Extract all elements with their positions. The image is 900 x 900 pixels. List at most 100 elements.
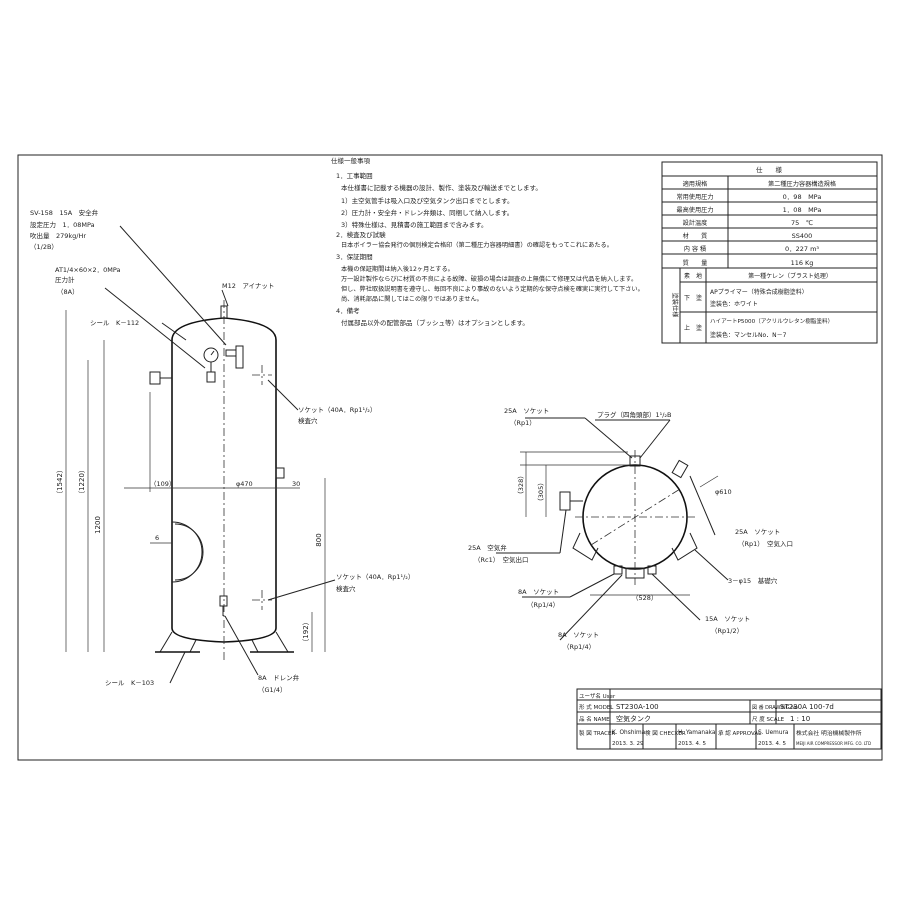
tracer-date: 2013. 3. 29 [612, 741, 644, 747]
company-name: 株式会社 明治機械製作所 [796, 729, 862, 737]
company-name-en: MEIJI AIR COMPRESSOR MFG. CO. LTD [796, 741, 871, 746]
paint-spec-label: 塗装仕様 [671, 293, 679, 319]
socket-25a-right-label: 25A ソケット [735, 528, 780, 536]
notes-s1-item3: 3）特殊仕様は、見積書の施工範囲まで含みます。 [341, 220, 488, 229]
user-label: ユーザ名 User [579, 692, 616, 700]
spec-row-label: 適用規格 [683, 180, 709, 188]
drain-valve-label: 8A ドレン弁 [258, 673, 300, 682]
drawing-frame [17, 154, 883, 761]
name-plate [174, 523, 204, 581]
model-label: 形 式 MODEL [579, 703, 614, 711]
paint-row-line2: 塗装色：ホワイト [710, 300, 758, 308]
base-holes-label: 3－φ15 基礎穴 [728, 576, 778, 585]
base-foot-bottom [625, 567, 645, 579]
dim-528: （528） [632, 594, 657, 602]
spec-row-label: 設計温度 [683, 219, 708, 227]
dim-328: （328） [517, 472, 525, 497]
spec-row-value: 0．98 MPa [783, 193, 822, 201]
checker-date: 2013. 4. 5 [678, 741, 706, 747]
dim-800: 800 [315, 533, 323, 546]
notes-s3-line1: 本機の保証期間は納入後12ヶ月とする。 [341, 265, 454, 273]
checker-name: H. Yamanaka [678, 730, 716, 736]
model-value: ST230A-100 [616, 703, 659, 711]
name-value: 空気タンク [616, 714, 651, 723]
notes-s3-line3: 但し、弊社取扱説明書を遵守し、毎回不良により事故のないよう定期的な保守点検を確実… [341, 285, 644, 293]
socket-25a-right-size: （Rp1） 空気入口 [738, 539, 793, 548]
air-out-valve-label: 25A 空気弁 [468, 543, 507, 552]
notes-s4-line: 付属部品以外の配管部品（ブッシュ等）はオプションとします。 [341, 318, 529, 327]
tank-body [171, 317, 277, 643]
scale-value: 1 : 10 [790, 715, 810, 723]
dim-610: φ610 [715, 488, 732, 496]
eye-nut [220, 305, 228, 319]
socket-25a-top-size: （Rp1） [510, 419, 536, 427]
approval-date: 2013. 4. 5 [758, 741, 786, 747]
socket-bottom-label: ソケット（40A．Rp1¹/₂） [336, 573, 414, 581]
notes-s1-title: 1．工事範囲 [336, 171, 373, 180]
socket-top-label: ソケット（40A．Rp1¹/₂） [298, 406, 376, 414]
dim-109: （109） [150, 480, 175, 488]
safety-valve-icon [235, 345, 244, 369]
notes-s3-line4: 尚、消耗部品に関してはこの限りではありません。 [341, 295, 483, 303]
safety-valve-pressure: 設定圧力 1．08MPa [30, 220, 95, 229]
drawing-no-value: ST230A 100-7d [780, 703, 834, 711]
notes-s2-line: 日本ボイラー協会発行の個別検定合格印（第二種圧力容器明細書）の確認をもってこれに… [341, 241, 613, 249]
paint-row-line2: 塗装色：マンセルNo．N－7 [710, 331, 787, 339]
outlet-valve-top [559, 491, 571, 511]
socket-8a-bottom-size: （Rp1/4） [563, 643, 595, 651]
spec-row-value: 75 ℃ [791, 219, 813, 227]
spec-row-label: 内 容 積 [684, 245, 707, 253]
safety-valve-size: （1/2B） [30, 243, 58, 251]
spec-row-value: 第二種圧力容器構造規格 [768, 180, 837, 188]
seal-bottom-label: シール K－103 [105, 679, 154, 687]
gauge-size-label: （8A） [57, 288, 79, 296]
outlet-valve-icon [149, 371, 161, 385]
spec-table: 仕 様 適用規格 第二種圧力容器構造規格 常用使用圧力 0．98 MPa 最高使… [661, 161, 878, 344]
seal-top-label: シール K－112 [90, 319, 139, 327]
dim-1542: （1542） [56, 466, 64, 498]
plug-icon [629, 455, 641, 467]
dim-305: （305） [537, 479, 545, 504]
checker-label: 検 図 CHECKER [645, 729, 686, 737]
paint-row-line1: ハイアートP5000（アクリルウレタン樹脂塗料） [710, 317, 833, 325]
scale-label: 尺 度 SCALE [752, 715, 785, 723]
paint-row-line1: APプライマー（特殊合成樹脂塗料） [710, 288, 808, 296]
paint-row-label: 素 地 [684, 272, 702, 280]
gauge-label: 圧力計 [55, 275, 75, 284]
eye-nut-label: M12 アイナット [222, 282, 274, 290]
socket-15a-size: （Rp1/2） [711, 627, 743, 635]
name-label: 品 名 NAME [579, 715, 610, 723]
spec-row-value: 1．08 MPa [783, 206, 822, 214]
socket-8a-left-label: 8A ソケット [518, 588, 559, 596]
dim-192: （192） [302, 618, 310, 645]
spec-row-label: 材 質 [683, 232, 708, 240]
base-foot-right [671, 532, 698, 561]
dim-470: φ470 [236, 480, 253, 488]
safety-valve-flow: 吹出量 279kg/Hr [30, 231, 86, 240]
spec-row-label: 最高使用圧力 [676, 206, 713, 214]
drain-valve-size: （G1/4） [258, 686, 287, 694]
notes-s2-title: 2．検査及び試験 [336, 230, 386, 239]
socket-25a-top-label: 25A ソケット [504, 407, 549, 415]
inspect-top-label: 検査穴 [298, 416, 318, 425]
inlet-socket [671, 459, 689, 479]
dim-6: 6 [155, 534, 159, 542]
spec-notes: 仕様一般事項 1．工事範囲 本仕様書に記載する機器の設計、製作、塗装及び輸送まで… [331, 156, 644, 327]
dim-30: 30 [292, 480, 300, 488]
base-foot-left [572, 532, 599, 561]
socket-15a-label: 15A ソケット [705, 615, 750, 623]
notes-s1-item1: 1）主空気管手は吸入口及び空気タンク出口までとします。 [341, 196, 514, 205]
paint-row-label: 下 塗 [684, 294, 702, 302]
tracer-name: K. Ohshima [612, 730, 646, 736]
spec-row-label: 常用使用圧力 [676, 193, 713, 201]
approval-name: S. Uemura [758, 730, 789, 736]
top-view: 25A ソケット （Rp1） プラグ（四角頭部）1¹/₂B （328） （305… [468, 407, 793, 651]
paint-row-line1: 第一種ケレン（ブラスト処理） [748, 272, 832, 280]
tracer-label: 製 図 TRACER [579, 729, 615, 737]
paint-row-label: 上 塗 [684, 324, 702, 332]
air-out-valve-size: （Rc1） 空気出口 [474, 555, 528, 564]
notes-s1-line: 本仕様書に記載する機器の設計、製作、塗装及び輸送までとします。 [341, 183, 542, 192]
gauge-spec-label: AT1/4×60×2．0MPa [55, 266, 121, 274]
socket-8a-left-size: （Rp1/4） [527, 601, 559, 609]
